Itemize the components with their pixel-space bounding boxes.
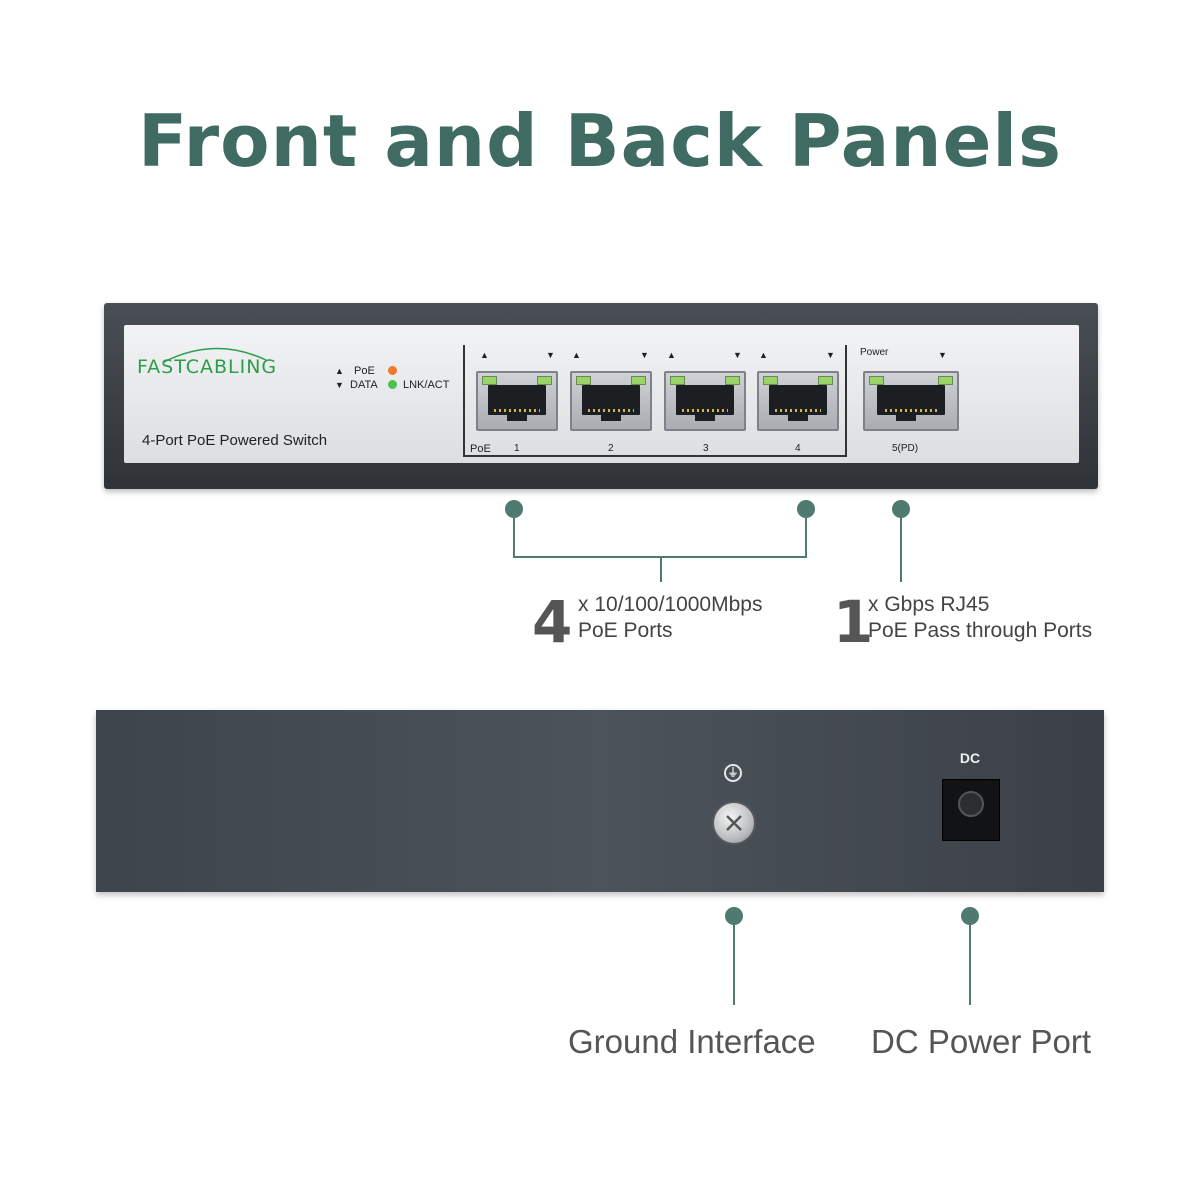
uplink-power-label: Power <box>860 347 889 358</box>
poe-group-label: PoE <box>470 443 491 455</box>
port-pins <box>682 409 728 412</box>
uplink-port-number: 5(PD) <box>892 443 919 454</box>
poe-port-spec: x 10/100/1000Mbps <box>578 593 763 616</box>
rj45-port-4[interactable] <box>757 371 839 431</box>
port-4-arrow-up-icon: ▲ <box>759 350 768 360</box>
rj45-port-2[interactable] <box>570 371 652 431</box>
callout-dot <box>725 907 743 925</box>
rj45-port-1[interactable] <box>476 371 558 431</box>
screw-cross-icon <box>726 815 742 831</box>
callout-line <box>733 923 735 1005</box>
poe-port-desc: PoE Ports <box>578 619 673 642</box>
callout-dot <box>892 500 910 518</box>
port-2-arrow-down-icon: ▼ <box>640 350 649 360</box>
port-led <box>869 376 884 385</box>
callout-dot <box>961 907 979 925</box>
port-2-arrow-up-icon: ▲ <box>572 350 581 360</box>
brand-logo: FASTCABLING <box>137 356 278 378</box>
port-led <box>482 376 497 385</box>
port-led <box>576 376 591 385</box>
brand-swoosh-icon <box>163 347 267 363</box>
port-led <box>631 376 646 385</box>
lnk-led-indicator <box>388 380 397 389</box>
ground-interface-label: Ground Interface <box>568 1023 816 1060</box>
back-panel <box>96 710 1104 892</box>
port-3-arrow-up-icon: ▲ <box>667 350 676 360</box>
port-led <box>763 376 778 385</box>
port-number: 1 <box>514 443 520 454</box>
port-pins <box>775 409 821 412</box>
callout-line <box>900 516 902 582</box>
port-1-arrow-down-icon: ▼ <box>546 350 555 360</box>
port-number: 3 <box>703 443 709 454</box>
port-pins <box>885 409 937 412</box>
port-led <box>725 376 740 385</box>
page-title: Front and Back Panels <box>138 99 1062 183</box>
port-number: 2 <box>608 443 614 454</box>
callout-line <box>805 516 807 557</box>
port-3-arrow-down-icon: ▼ <box>733 350 742 360</box>
passthrough-port-count: 1 <box>833 588 874 656</box>
port-led <box>818 376 833 385</box>
poe-group-frame-bottom <box>463 455 845 457</box>
passthrough-port-desc: PoE Pass through Ports <box>868 619 1093 642</box>
port-5-arrow-down-icon: ▼ <box>938 350 947 360</box>
dc-power-port-label: DC Power Port <box>871 1023 1092 1060</box>
poe-led-indicator <box>388 366 397 375</box>
rj45-port-3[interactable] <box>664 371 746 431</box>
port-led <box>938 376 953 385</box>
triangle-down-icon: ▼ <box>335 380 344 390</box>
led-legend-lnk: LNK/ACT <box>403 379 450 391</box>
rj45-port-5[interactable] <box>863 371 959 431</box>
port-number: 4 <box>795 443 801 454</box>
port-4-arrow-down-icon: ▼ <box>826 350 835 360</box>
triangle-up-icon: ▲ <box>335 366 344 376</box>
callout-dot <box>797 500 815 518</box>
led-legend-poe: PoE <box>354 365 375 377</box>
passthrough-port-spec: x Gbps RJ45 <box>868 593 990 616</box>
port-1-arrow-up-icon: ▲ <box>480 350 489 360</box>
led-legend-data: DATA <box>350 379 378 391</box>
port-pins <box>588 409 634 412</box>
port-pins <box>494 409 540 412</box>
dc-label: DC <box>959 750 981 766</box>
poe-group-frame-right <box>845 345 847 457</box>
ground-symbol-icon: ⏚ <box>724 764 742 782</box>
callout-line <box>660 556 662 582</box>
port-led <box>670 376 685 385</box>
dc-jack-hole <box>958 791 984 817</box>
poe-port-count: 4 <box>532 588 573 656</box>
callout-line <box>969 923 971 1005</box>
callout-dot <box>505 500 523 518</box>
model-label: 4-Port PoE Powered Switch <box>142 432 328 449</box>
poe-group-frame-left <box>463 345 465 455</box>
port-led <box>537 376 552 385</box>
callout-line <box>513 516 515 557</box>
